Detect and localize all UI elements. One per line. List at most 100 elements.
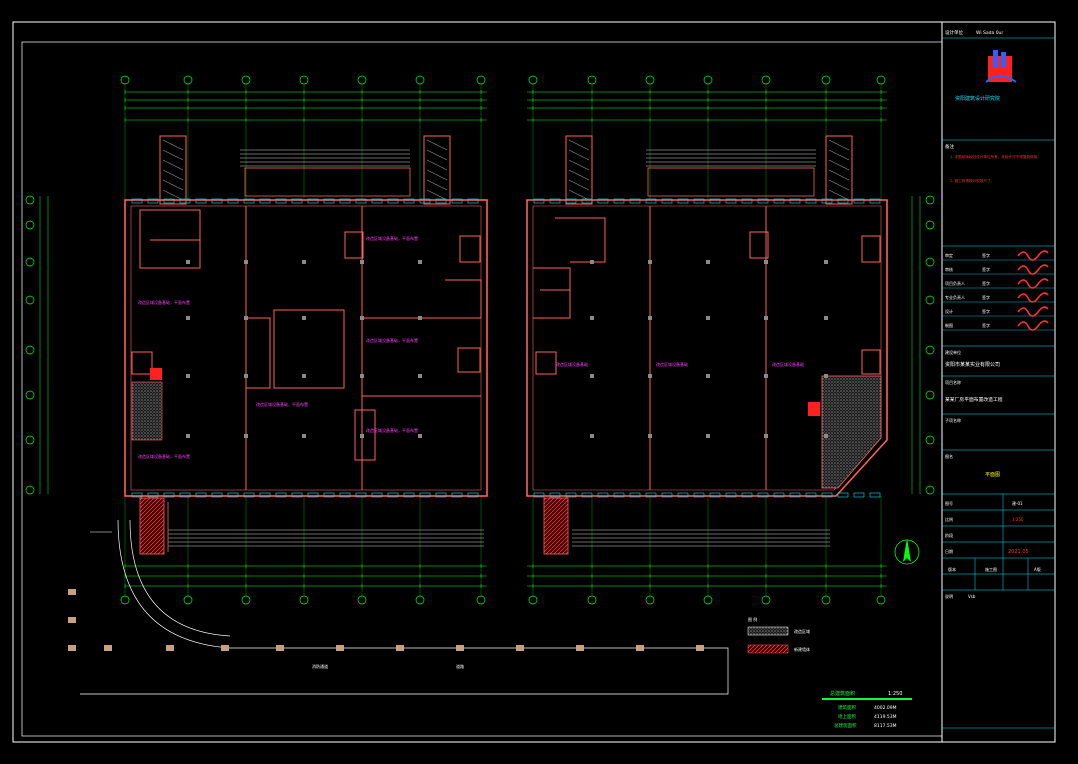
right-side-grid-bubble xyxy=(925,390,935,400)
sign-row-name: 签字 xyxy=(982,308,990,314)
right-stair-tower-2 xyxy=(825,135,853,205)
left-bottom-grid-bubble xyxy=(241,595,251,605)
tb-bottom-value: Vsb xyxy=(968,594,976,599)
outer-frame xyxy=(12,21,1056,743)
tb-project-label: 项目名称 xyxy=(945,379,961,385)
right-canopy-top xyxy=(646,149,816,167)
tb-note-2: 2. 施工前请核对现场尺寸。 xyxy=(950,178,994,183)
tb-client-label: 建设单位 xyxy=(945,349,961,355)
handwritten-signature xyxy=(1017,292,1049,303)
tb-drawing-name: 平面图 xyxy=(985,472,1000,478)
sign-row-label: 设计 xyxy=(945,308,953,314)
title-block: 设计单位 Wi Sada 0ur 资阳建筑设计研究院 备注 1. 本图纸版权归设… xyxy=(941,22,1055,742)
left-floor-plan: 改造区域设备基础，平面布置 改造区域设备基础，平面布置 改造区域设备基础，平面布… xyxy=(25,75,488,605)
area-row-2-label: 地上面积 xyxy=(838,713,856,720)
left-interior-walls xyxy=(131,206,482,490)
sign-row-name: 签字 xyxy=(982,294,990,300)
left-side-grid-bubble xyxy=(25,220,35,230)
tb-drawing-label: 图名 xyxy=(945,453,953,459)
left-canopy-top xyxy=(240,149,410,167)
sign-row-label: 审定 xyxy=(945,252,953,258)
right-side-grid-bubble xyxy=(925,257,935,267)
area-table-scale: 1:250 xyxy=(888,691,902,697)
left-side-grid-bubble xyxy=(25,435,35,445)
left-bottom-grid-bubble xyxy=(120,595,130,605)
legend-item-1: 改造区域 xyxy=(794,628,810,634)
left-bottom-canopy xyxy=(168,529,484,547)
tree-symbol xyxy=(516,645,524,651)
left-side-grid-bubble xyxy=(25,295,35,305)
tree-symbol xyxy=(166,645,174,651)
right-stair-hatch-2 xyxy=(828,139,850,201)
right-canopy-box xyxy=(647,167,815,197)
area-row-1-label: 建筑面积 xyxy=(838,704,856,711)
tb-version-value: A版 xyxy=(1034,566,1041,572)
tb-header-value: Wi Sada 0ur xyxy=(976,30,1003,36)
tb-bottom-label: 说明 xyxy=(945,593,953,599)
tb-date-value: 2021.05 xyxy=(1008,549,1029,555)
sign-row-label: 项目负责人 xyxy=(945,280,965,286)
left-side-grid-bubbles xyxy=(25,195,49,495)
left-stair-hatch-2 xyxy=(426,139,448,201)
right-stair-tower-1 xyxy=(565,135,593,205)
tree-symbol xyxy=(68,617,76,623)
tree-symbol xyxy=(221,645,229,651)
sign-row-label: 审核 xyxy=(945,266,953,272)
handwritten-signature xyxy=(1017,320,1049,331)
legend-item-2: 新建墙体 xyxy=(794,646,810,652)
tree-symbol xyxy=(696,645,704,651)
tree-symbol xyxy=(576,645,584,651)
handwritten-signature xyxy=(1017,250,1049,261)
left-bottom-grid-bubble xyxy=(299,595,309,605)
company-logo xyxy=(985,50,1017,83)
left-stair-hatch-1 xyxy=(162,139,184,201)
right-bottom-stair xyxy=(543,497,569,555)
road-label: 消防通道 xyxy=(312,663,328,669)
signature-rows: 审定签字审核签字项目负责人签字专业负责人签字设计签字制图签字 xyxy=(942,250,1055,331)
legend-title: 图 例 xyxy=(748,616,757,622)
tree-symbol xyxy=(456,645,464,651)
tb-info-grid xyxy=(942,494,1055,591)
right-bottom-grid-bubble xyxy=(761,595,771,605)
left-side-grid-bubble xyxy=(25,257,35,267)
right-side-grid-bubble xyxy=(925,485,935,495)
left-red-block xyxy=(150,368,162,380)
left-stair-tower-1 xyxy=(159,135,187,205)
right-columns xyxy=(590,260,828,438)
tree-symbol xyxy=(104,645,112,651)
left-columns xyxy=(186,260,422,438)
tb-client-name: 资阳市某某实业有限公司 xyxy=(945,361,1000,368)
handwritten-signature xyxy=(1017,306,1049,317)
sign-row-label: 专业负责人 xyxy=(945,294,965,300)
tb-stage-value: 施工图 xyxy=(985,566,997,572)
right-bottom-grid-bubble xyxy=(528,595,538,605)
right-bottom-canopy xyxy=(572,529,830,547)
right-bottom-grid-bubble xyxy=(587,595,597,605)
right-side-grid-bubble xyxy=(925,435,935,445)
left-note-4: 改造区域设备基础，平面布置 xyxy=(256,401,308,407)
legend-swatch-red xyxy=(747,644,789,654)
left-bottom-grid-bubble xyxy=(183,595,193,605)
tree-symbol xyxy=(336,645,344,651)
left-bottom-grid-bubble xyxy=(357,595,367,605)
left-canopy-box xyxy=(244,167,411,197)
left-note-1: 改造区域设备基础，平面布置 xyxy=(366,235,418,241)
tb-stage-label: 阶段 xyxy=(945,532,953,538)
right-red-block xyxy=(808,402,820,416)
sign-row-name: 签字 xyxy=(982,266,990,272)
right-side-grid-bubble xyxy=(925,295,935,305)
tb-date-label: 日期 xyxy=(945,548,953,554)
tb-scale-label: 比例 xyxy=(945,516,953,522)
tree-symbol xyxy=(276,645,284,651)
area-row-3-label: 总建筑面积 xyxy=(834,722,857,729)
sign-row-name: 签字 xyxy=(982,322,990,328)
right-side-grid-bubble xyxy=(925,195,935,205)
tree-symbol xyxy=(68,589,76,595)
right-side-grid-bubble xyxy=(925,220,935,230)
tb-subproject-label: 子项名称 xyxy=(945,417,961,423)
right-grey-hatch-area xyxy=(821,375,882,489)
tb-project-name: 某某厂房平面布置改造工程 xyxy=(945,396,1003,403)
right-stair-hatch-1 xyxy=(568,139,590,201)
tree-symbol xyxy=(68,645,76,651)
